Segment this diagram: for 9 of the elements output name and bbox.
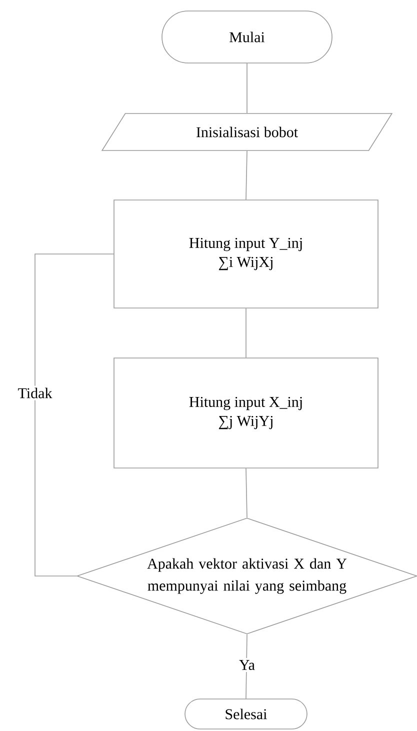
connector-line xyxy=(246,150,248,200)
connector-line xyxy=(34,254,114,576)
edge-label: Tidak xyxy=(16,386,54,400)
connector-line xyxy=(246,634,248,699)
process-box: Hitung input X_inj ∑j WijYj xyxy=(114,358,378,468)
process-box: Hitung input Y_inj ∑i WijXj xyxy=(114,200,378,308)
connector-line xyxy=(246,468,248,518)
connector-line xyxy=(246,63,248,114)
edge-label: Ya xyxy=(237,658,257,672)
